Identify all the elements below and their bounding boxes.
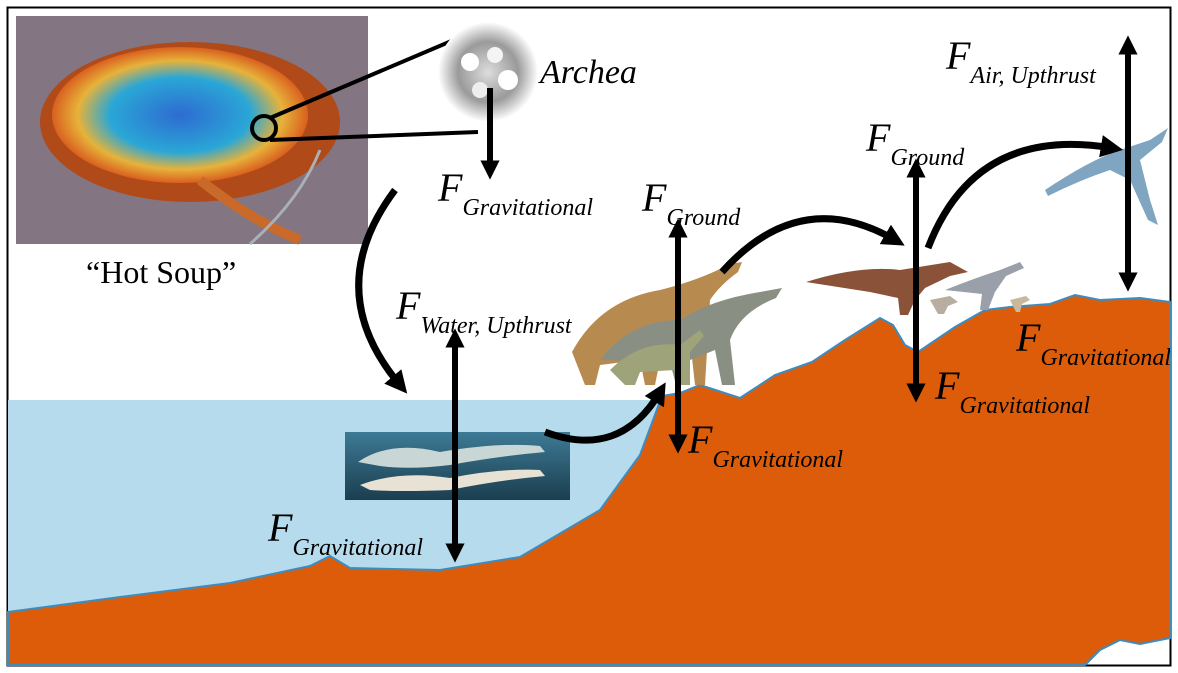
curve-sauropod-to-raptor [722,219,895,272]
force-label-water-upthrust: FWater, Upthrust [396,286,572,338]
hot-soup-caption: “Hot Soup” [86,256,236,288]
force-label-bird-gravity: FGravitational [1016,318,1170,368]
hot-spring-photo [16,16,368,244]
force-label-bird-gravity-clip: FGravitational [1016,318,1170,368]
force-label-dino-gravity-1: FGravitational [688,420,843,472]
force-label-air-upthrust: FAir, Upthrust [946,36,1096,88]
force-label-sea-gravity: FGravitational [268,508,423,560]
archea-label: Archea [540,56,637,90]
force-label-ground-1: FGround [642,178,740,230]
force-label-dino-gravity-2: FGravitational [935,366,1090,418]
force-label-ground-2: FGround [866,118,964,170]
force-label-archea-gravity: FGravitational [438,168,593,220]
